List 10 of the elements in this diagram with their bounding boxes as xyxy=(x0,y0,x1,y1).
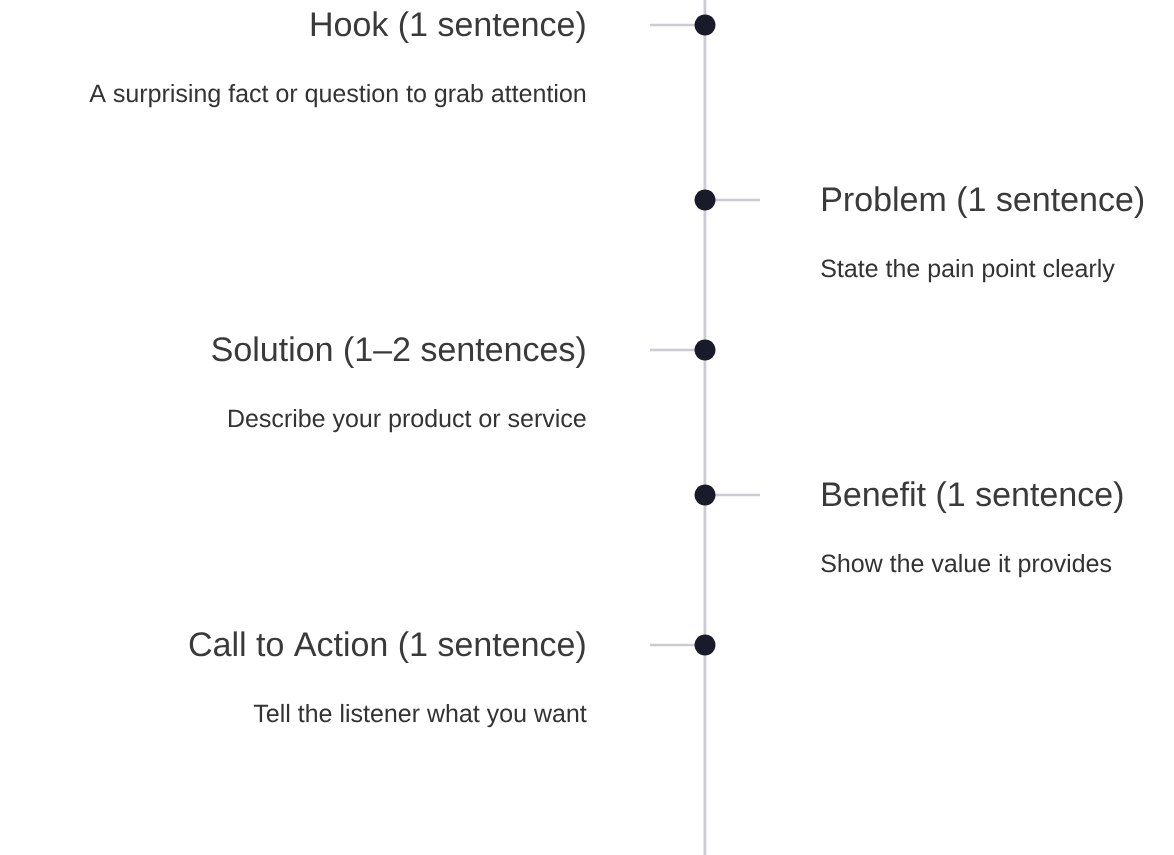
step-description: Show the value it provides xyxy=(821,553,1112,578)
step-heading: Benefit (1 sentence) xyxy=(823,481,1123,514)
step-description: Tell the listener what you want xyxy=(253,703,587,728)
step-heading: Solution (1–2 sentences) xyxy=(212,336,585,369)
step-description: Describe your product or service xyxy=(229,408,586,433)
step-heading: Problem (1 sentence) xyxy=(823,186,1144,219)
step-description: State the pain point clearly xyxy=(821,258,1115,283)
step-description: A surprising fact or question to grab attention xyxy=(89,83,586,108)
step-heading: Hook (1 sentence) xyxy=(311,11,585,44)
step-heading: Call to Action (1 sentence) xyxy=(189,631,585,664)
